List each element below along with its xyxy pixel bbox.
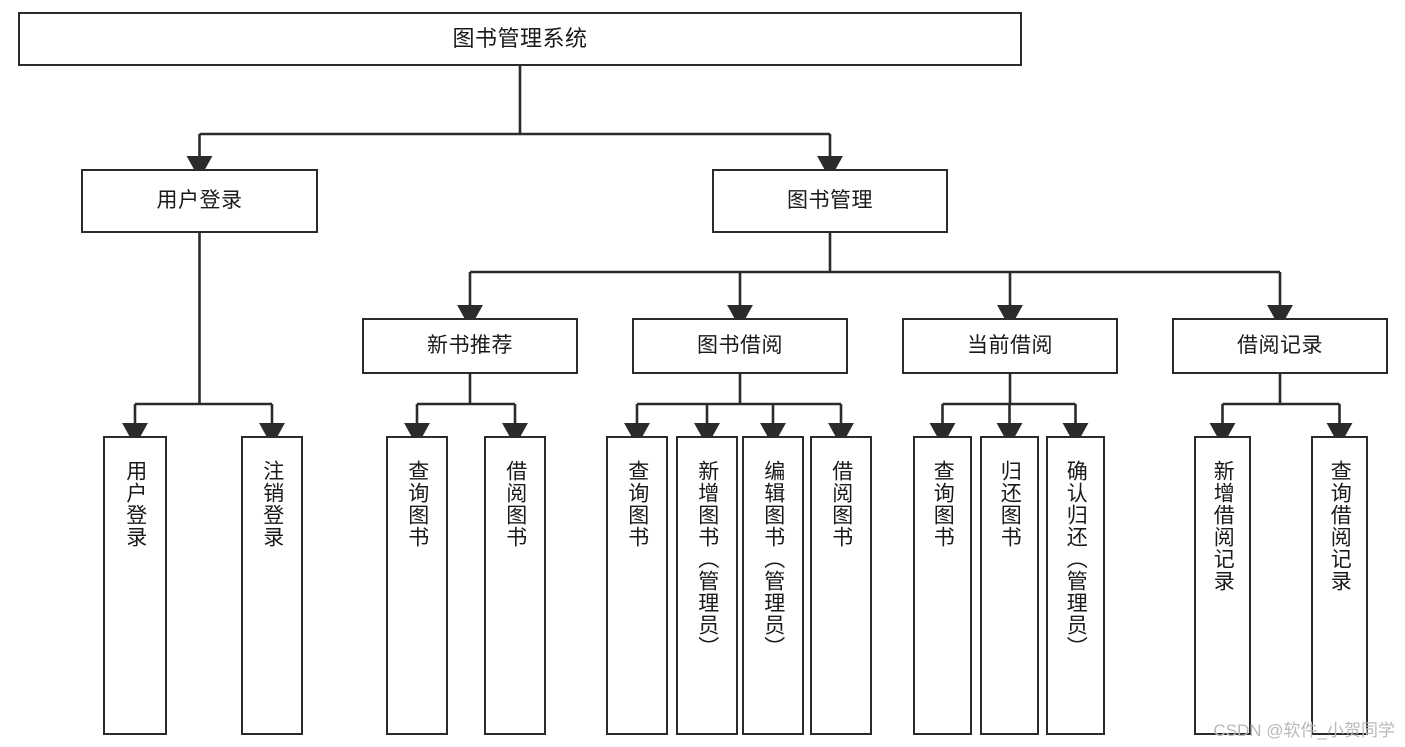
node-current-borrow[interactable]: 当前借阅 bbox=[902, 318, 1118, 374]
watermark-text: CSDN @软件_小贺同学 bbox=[1213, 721, 1395, 740]
leaf-leaf-borrow-book-2[interactable]: 借阅图书 bbox=[810, 436, 872, 735]
node-borrow-record-label: 借阅记录 bbox=[1237, 333, 1323, 357]
node-book-borrow-label: 图书借阅 bbox=[697, 333, 783, 357]
leaf-leaf-add-record-label: 新增借阅记录 bbox=[1211, 460, 1235, 592]
node-book-manage[interactable]: 图书管理 bbox=[712, 169, 948, 233]
node-new-book-recommend-label: 新书推荐 bbox=[427, 333, 513, 357]
leaf-leaf-logout-login[interactable]: 注销登录 bbox=[241, 436, 303, 735]
leaf-leaf-user-login[interactable]: 用户登录 bbox=[103, 436, 167, 735]
leaf-leaf-borrow-book-1-label: 借阅图书 bbox=[503, 460, 527, 548]
leaf-leaf-query-book-3[interactable]: 查询图书 bbox=[913, 436, 972, 735]
leaf-leaf-query-book-3-label: 查询图书 bbox=[931, 460, 955, 548]
node-new-book-recommend[interactable]: 新书推荐 bbox=[362, 318, 578, 374]
node-user-login[interactable]: 用户登录 bbox=[81, 169, 318, 233]
leaf-leaf-query-book-1[interactable]: 查询图书 bbox=[386, 436, 448, 735]
leaf-leaf-query-book-1-label: 查询图书 bbox=[405, 460, 429, 548]
node-root-label: 图书管理系统 bbox=[452, 25, 588, 51]
leaf-leaf-add-record[interactable]: 新增借阅记录 bbox=[1194, 436, 1251, 735]
node-user-login-label: 用户登录 bbox=[156, 188, 243, 212]
leaf-leaf-query-book-2[interactable]: 查询图书 bbox=[606, 436, 668, 735]
leaf-leaf-borrow-book-2-label: 借阅图书 bbox=[829, 460, 853, 548]
leaf-leaf-confirm-return[interactable]: 确认归还（管理员） bbox=[1046, 436, 1105, 735]
leaf-leaf-user-login-label: 用户登录 bbox=[123, 460, 147, 548]
leaf-leaf-edit-book-label: 编辑图书（管理员） bbox=[761, 460, 785, 658]
leaf-leaf-confirm-return-label: 确认归还（管理员） bbox=[1064, 460, 1088, 658]
leaf-leaf-add-book-label: 新增图书（管理员） bbox=[695, 460, 719, 658]
leaf-leaf-return-book[interactable]: 归还图书 bbox=[980, 436, 1039, 735]
leaf-leaf-logout-login-label: 注销登录 bbox=[260, 460, 284, 548]
leaf-leaf-edit-book[interactable]: 编辑图书（管理员） bbox=[742, 436, 804, 735]
leaf-leaf-add-book[interactable]: 新增图书（管理员） bbox=[676, 436, 738, 735]
leaf-leaf-borrow-book-1[interactable]: 借阅图书 bbox=[484, 436, 546, 735]
node-book-borrow[interactable]: 图书借阅 bbox=[632, 318, 848, 374]
leaf-leaf-query-book-2-label: 查询图书 bbox=[625, 460, 649, 548]
node-borrow-record[interactable]: 借阅记录 bbox=[1172, 318, 1388, 374]
leaf-leaf-return-book-label: 归还图书 bbox=[998, 460, 1022, 548]
node-current-borrow-label: 当前借阅 bbox=[967, 333, 1053, 357]
leaf-leaf-query-record-label: 查询借阅记录 bbox=[1328, 460, 1352, 592]
leaf-leaf-query-record[interactable]: 查询借阅记录 bbox=[1311, 436, 1368, 735]
node-root[interactable]: 图书管理系统 bbox=[18, 12, 1022, 66]
node-book-manage-label: 图书管理 bbox=[787, 188, 873, 212]
